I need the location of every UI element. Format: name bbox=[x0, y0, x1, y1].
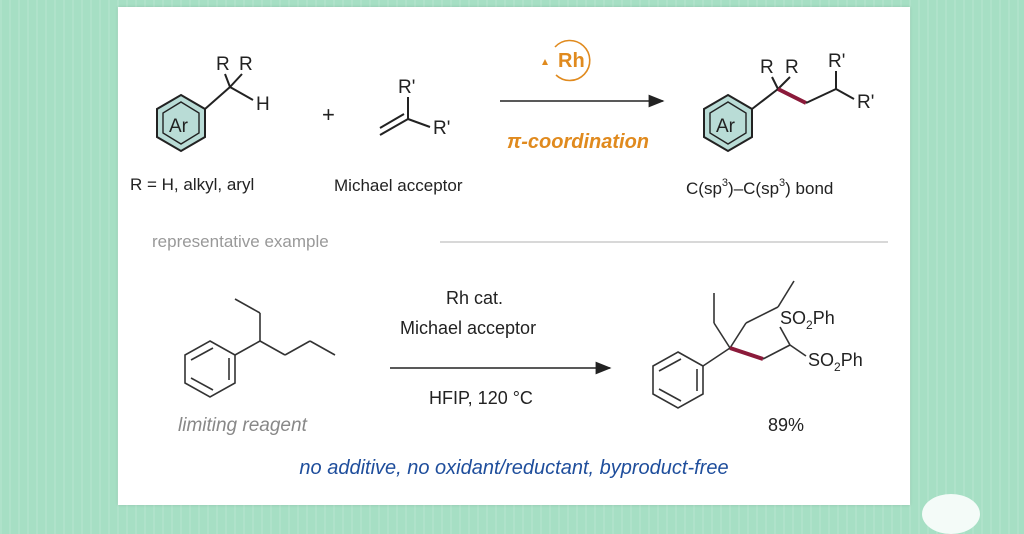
product-structure bbox=[703, 71, 855, 153]
rprime-label-right: R' bbox=[433, 118, 450, 139]
ring-label-ar: Ar bbox=[169, 116, 189, 137]
so2ph-top-label: SO2Ph bbox=[780, 308, 835, 332]
rh-label: Rh bbox=[558, 50, 585, 72]
scheme-card: Ar R R H + R' R' Rh π-coordination Ar R … bbox=[118, 7, 910, 505]
michael-acceptor-structure bbox=[379, 97, 431, 136]
product-rprime-label-top: R' bbox=[828, 51, 845, 72]
rh-catalyst-badge: Rh bbox=[542, 39, 591, 82]
michael-acceptor-caption: Michael acceptor bbox=[334, 176, 463, 195]
bond-type-caption: C(sp3)–C(sp3) bond bbox=[686, 177, 833, 198]
example-new-bond bbox=[729, 346, 764, 361]
h-label: H bbox=[256, 94, 270, 115]
plus-sign: + bbox=[322, 102, 335, 127]
new-c-c-bond bbox=[777, 87, 807, 105]
conditions-catalyst: Rh cat. bbox=[446, 288, 503, 308]
footer-note: no additive, no oxidant/reductant, bypro… bbox=[299, 457, 728, 479]
r-label-1: R bbox=[216, 54, 230, 75]
so2ph-bottom-label: SO2Ph bbox=[808, 350, 863, 374]
arene-reactant bbox=[156, 73, 254, 153]
product-ring-label: Ar bbox=[716, 116, 736, 137]
r-definition-caption: R = H, alkyl, aryl bbox=[130, 175, 254, 194]
example-substrate bbox=[184, 298, 336, 398]
example-product bbox=[652, 280, 807, 409]
decorative-blob bbox=[922, 494, 980, 534]
rprime-label-top: R' bbox=[398, 77, 415, 98]
product-r-label-2: R bbox=[785, 57, 799, 78]
product-r-label-1: R bbox=[760, 57, 774, 78]
section-label: representative example bbox=[152, 232, 329, 251]
limiting-reagent-caption: limiting reagent bbox=[178, 415, 308, 436]
product-rprime-label-right: R' bbox=[857, 92, 874, 113]
conditions-reagent: Michael acceptor bbox=[400, 318, 536, 338]
yield-value: 89% bbox=[768, 415, 804, 435]
reaction-scheme: Ar R R H + R' R' Rh π-coordination Ar R … bbox=[130, 39, 888, 479]
r-label-2: R bbox=[239, 54, 253, 75]
pi-coordination-label: π-coordination bbox=[507, 131, 649, 153]
conditions-solvent-temp: HFIP, 120 °C bbox=[429, 388, 533, 408]
